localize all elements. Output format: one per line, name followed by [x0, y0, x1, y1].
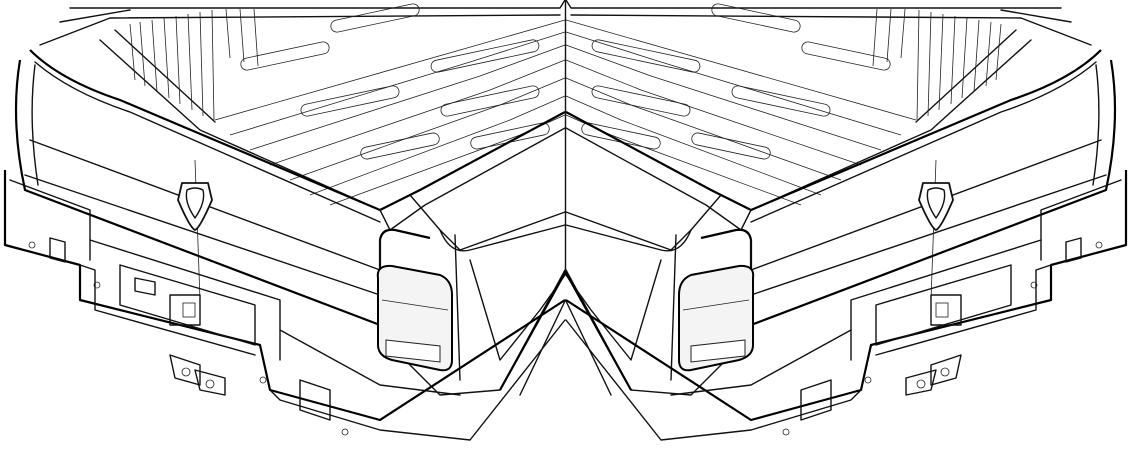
ram-badge-icon	[177, 182, 213, 231]
left-bed-floor	[214, 3, 566, 206]
right-tailgate-top	[565, 49, 1102, 252]
left-tailgate-face	[14, 59, 566, 396]
right-bed-floor	[565, 3, 917, 206]
right-tailgate-face	[565, 59, 1117, 396]
center-seam	[499, 0, 632, 396]
right-bed-wall	[565, 0, 1092, 211]
left-bed-wall	[39, 0, 566, 211]
left-rear-bumper	[3, 170, 566, 441]
right-truck-half	[565, 0, 1128, 441]
left-tail-lamp	[376, 264, 453, 372]
left-truck-half	[3, 0, 566, 441]
right-rear-bumper	[565, 170, 1128, 441]
ram-badge-icon	[918, 182, 954, 231]
left-tailgate-top	[29, 49, 566, 252]
right-tail-lamp	[678, 264, 755, 372]
